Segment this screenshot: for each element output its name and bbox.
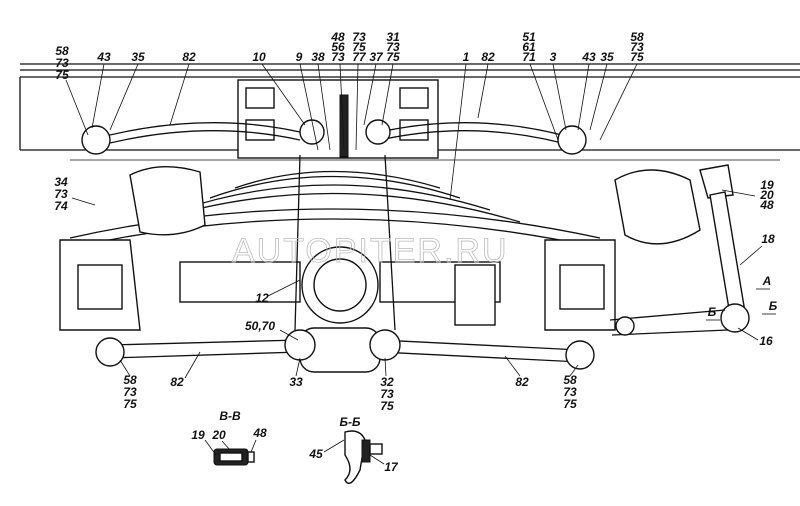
callout-34: 34 bbox=[54, 175, 68, 189]
callout-50-70: 50,70 bbox=[245, 319, 275, 333]
callout-77: 77 bbox=[352, 50, 367, 64]
callout-73: 73 bbox=[630, 40, 644, 54]
callout-73: 73 bbox=[123, 385, 137, 399]
callout-10: 10 bbox=[252, 50, 266, 64]
callout-73: 73 bbox=[380, 387, 394, 401]
callout-75: 75 bbox=[380, 399, 394, 413]
callout-45: 45 bbox=[308, 447, 323, 461]
callout-75: 75 bbox=[630, 50, 644, 64]
callout-35: 35 bbox=[131, 50, 145, 64]
callout-9: 9 bbox=[296, 50, 303, 64]
callout-61: 61 bbox=[522, 40, 536, 54]
callout-75: 75 bbox=[352, 40, 366, 54]
section-mark-a: A bbox=[762, 274, 772, 288]
callout-20: 20 bbox=[211, 428, 226, 442]
callout-82: 82 bbox=[170, 375, 184, 389]
callout-labels: 58 73 75 43 35 82 10 9 38 48 56 73 73 75… bbox=[54, 30, 777, 474]
section-vv-drawing bbox=[213, 448, 255, 466]
callout-73: 73 bbox=[386, 40, 400, 54]
reaction-rods bbox=[95, 154, 595, 373]
callout-12: 12 bbox=[255, 291, 269, 305]
callout-74: 74 bbox=[54, 199, 68, 213]
watermark: AUTOPITER.RU bbox=[232, 232, 509, 270]
callout-75: 75 bbox=[55, 68, 69, 82]
callout-38: 38 bbox=[311, 50, 325, 64]
callout-73: 73 bbox=[331, 50, 345, 64]
callout-32: 32 bbox=[380, 375, 394, 389]
callout-73: 73 bbox=[54, 187, 68, 201]
callout-18: 18 bbox=[761, 232, 775, 246]
section-mark-b-right: Б bbox=[769, 299, 778, 313]
callout-19: 19 bbox=[191, 428, 205, 442]
callout-33: 33 bbox=[289, 375, 303, 389]
callout-58: 58 bbox=[123, 373, 137, 387]
section-bb-title: Б-Б bbox=[340, 415, 361, 429]
leader-lines bbox=[65, 63, 776, 465]
air-bellows bbox=[129, 165, 701, 245]
section-bb-drawing bbox=[344, 430, 383, 484]
callout-71: 71 bbox=[522, 50, 536, 64]
callout-73: 73 bbox=[352, 30, 366, 44]
callout-16: 16 bbox=[759, 334, 773, 348]
callout-58: 58 bbox=[563, 373, 577, 387]
callout-56: 56 bbox=[331, 40, 345, 54]
callout-58: 58 bbox=[55, 44, 69, 58]
callout-43: 43 bbox=[96, 50, 111, 64]
section-mark-b-left: Б bbox=[708, 305, 717, 319]
callout-75: 75 bbox=[563, 397, 577, 411]
callout-48: 48 bbox=[252, 426, 267, 440]
callout-48: 48 bbox=[330, 30, 345, 44]
callout-58: 58 bbox=[630, 30, 644, 44]
callout-73: 73 bbox=[563, 385, 577, 399]
callout-48: 48 bbox=[759, 198, 774, 212]
center-bracket bbox=[237, 79, 439, 159]
callout-51: 51 bbox=[522, 30, 536, 44]
callout-3: 3 bbox=[550, 50, 557, 64]
stabilizer-link bbox=[609, 164, 750, 336]
callout-17: 17 bbox=[384, 460, 399, 474]
callout-43: 43 bbox=[581, 50, 596, 64]
callout-20: 20 bbox=[759, 188, 774, 202]
callout-75: 75 bbox=[123, 397, 137, 411]
callout-1: 1 bbox=[463, 50, 470, 64]
callout-35: 35 bbox=[600, 50, 614, 64]
section-vv-title: В-В bbox=[219, 409, 241, 423]
callout-19: 19 bbox=[760, 178, 774, 192]
callout-37: 37 bbox=[369, 50, 384, 64]
callout-82: 82 bbox=[515, 375, 529, 389]
callout-73: 73 bbox=[55, 56, 69, 70]
callout-31: 31 bbox=[386, 30, 400, 44]
callout-75: 75 bbox=[386, 50, 400, 64]
callout-82: 82 bbox=[481, 50, 495, 64]
axle-housing bbox=[59, 239, 616, 331]
callout-82: 82 bbox=[182, 50, 196, 64]
upper-leaf-springs bbox=[81, 119, 587, 155]
